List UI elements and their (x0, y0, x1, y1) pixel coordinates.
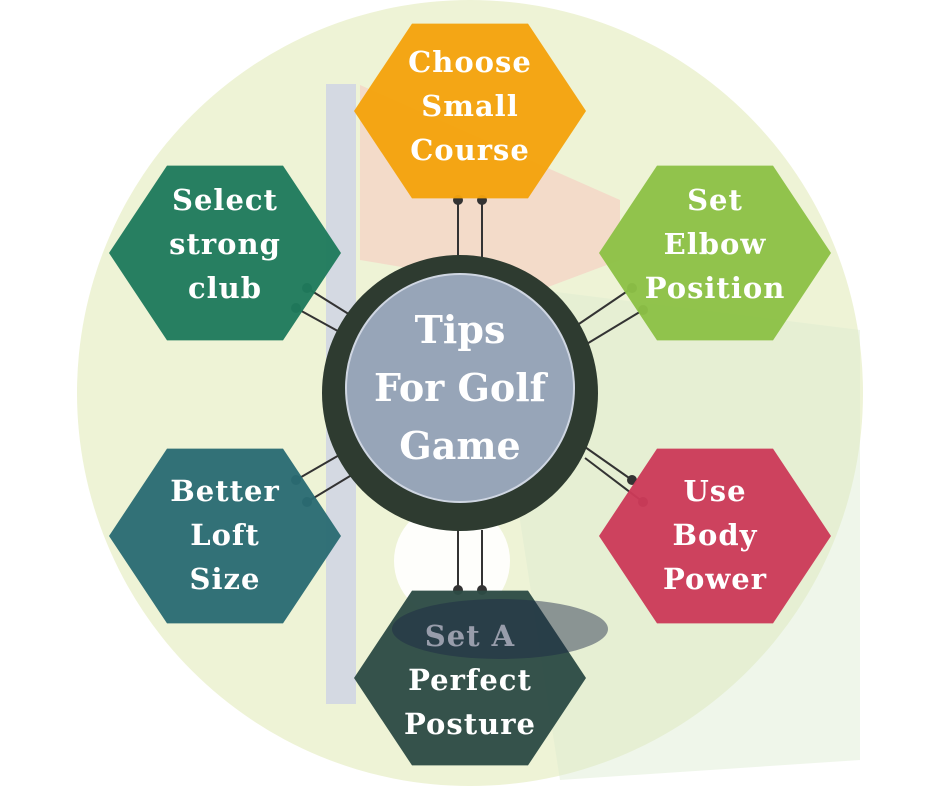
tip-label-line: Perfect (408, 663, 532, 697)
decorative-dark-ellipse (392, 599, 608, 659)
tip-label-line: Select (172, 183, 278, 217)
tip-label-line: Small (421, 89, 518, 123)
tip-label-line: Power (663, 562, 767, 596)
hexagon-shape (109, 448, 341, 624)
tip-label-line: Position (645, 271, 786, 305)
tip-label-line: Better (170, 474, 279, 508)
tip-label-line: Posture (404, 707, 536, 741)
tip-label-line: strong (169, 227, 281, 261)
tip-label-line: Body (673, 518, 758, 552)
tip-label-line: Course (410, 133, 530, 167)
connector-line (569, 287, 633, 331)
tip-label-line: Size (190, 562, 261, 596)
hexagon-shape (109, 165, 341, 341)
tip-label-line: Choose (408, 45, 532, 79)
tip-label-line: Set A (425, 619, 515, 653)
tip-hexagons: ChooseSmallCourseSetElbowPositionUseBody… (109, 23, 831, 766)
connector-line (295, 307, 346, 336)
hexagon-shape (354, 23, 586, 199)
center-title-line-1: Tips (415, 307, 506, 352)
connector-dot (627, 475, 637, 485)
connector-line (306, 287, 356, 319)
tip-select-strong-club: Select strong club (109, 165, 341, 341)
tip-label-line: Use (683, 474, 746, 508)
tip-label-line: club (188, 271, 262, 305)
tip-label-line: Elbow (664, 227, 767, 261)
center-hub: Tips For Golf Game (322, 255, 598, 531)
connector-line (584, 309, 644, 346)
tip-label-line: Set (687, 183, 743, 217)
hexagon-shape (354, 590, 586, 766)
tip-label-line: Loft (190, 518, 260, 552)
center-circle (345, 273, 575, 503)
center-title-line-2: For Golf (374, 365, 549, 410)
center-title-line-3: Game (399, 423, 520, 468)
hexagon-shape (599, 165, 831, 341)
hexagon-shape (599, 448, 831, 624)
